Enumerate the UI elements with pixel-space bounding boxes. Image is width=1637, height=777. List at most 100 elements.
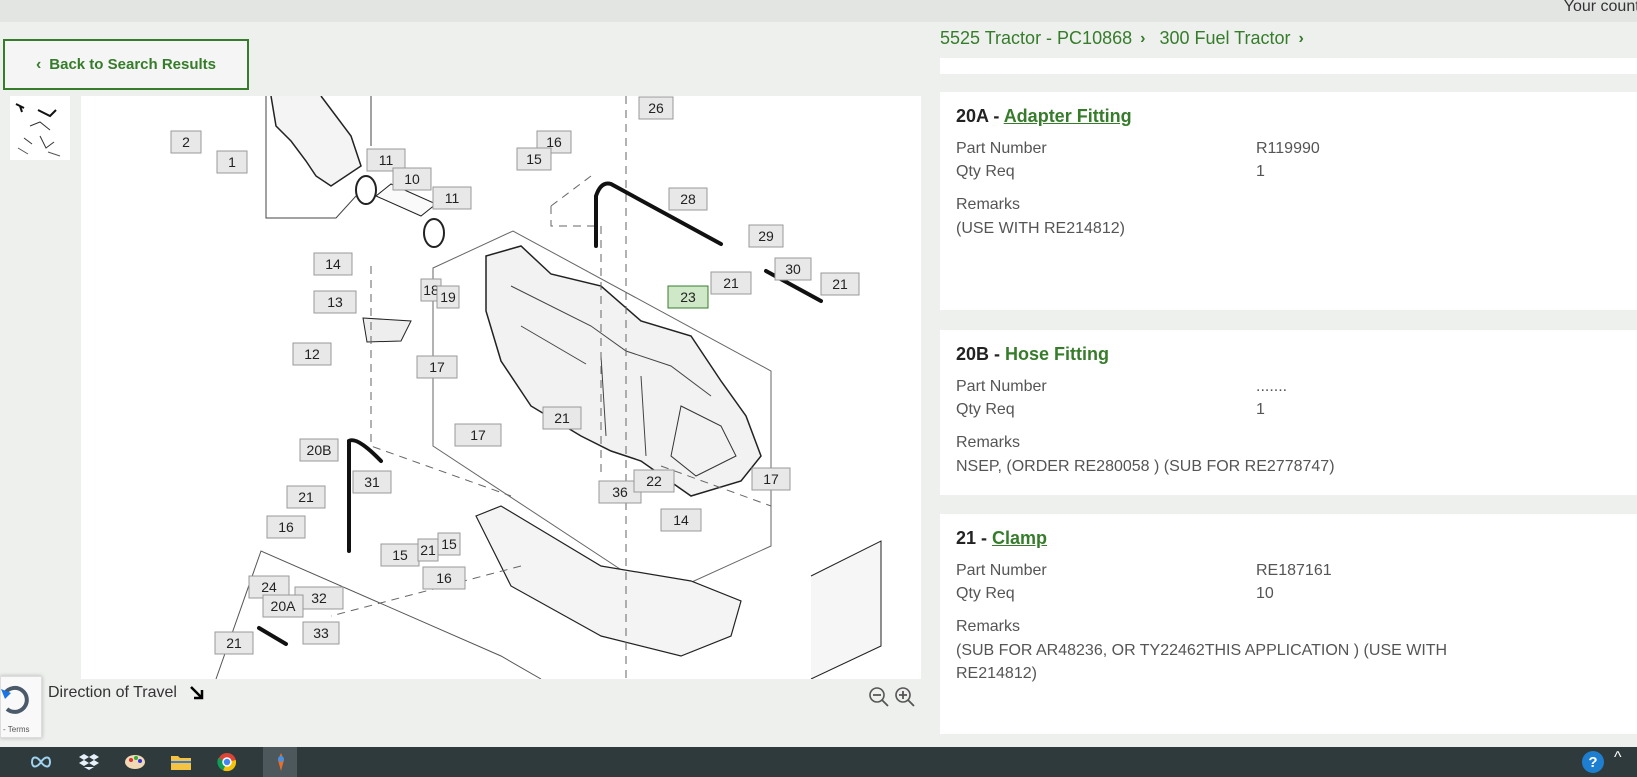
diagram-callout[interactable]: 22	[633, 469, 675, 493]
part-number-value: R119990	[1256, 140, 1320, 157]
part-name: Hose Fitting	[1005, 344, 1110, 364]
diagram-callout-label: 15	[441, 536, 457, 552]
diagram-callout-label: 21	[723, 275, 739, 291]
diagram-callout-label: 16	[436, 570, 452, 586]
app-icon[interactable]	[270, 752, 292, 772]
breadcrumb-item-tractor[interactable]: 5525 Tractor - PC10868 ›	[940, 28, 1145, 49]
diagram-callout-label: 14	[325, 256, 341, 272]
diagram-callout[interactable]: 15	[437, 532, 461, 556]
part-number-value: .......	[1256, 378, 1288, 395]
part-name-link[interactable]: Adapter Fitting	[1003, 106, 1132, 126]
diagram-callout[interactable]: 14	[313, 252, 353, 276]
diagram-callout-label: 21	[554, 410, 570, 426]
diagram-callout[interactable]: 16	[422, 566, 466, 590]
part-name-link[interactable]: Clamp	[992, 528, 1048, 548]
diagram-callout[interactable]: 19	[436, 285, 460, 309]
diagram-callout[interactable]: 36	[598, 480, 642, 504]
part-card-20b: 20B - Hose Fitting Part Number....... Qt…	[940, 330, 1637, 495]
diagram-callout-label: 28	[680, 191, 696, 207]
diagram-callout-label: 21	[226, 635, 242, 651]
diagram-callout[interactable]: 21	[286, 485, 326, 509]
breadcrumb-item-fuel-tractor[interactable]: 300 Fuel Tractor ›	[1159, 28, 1303, 49]
diagram-callout[interactable]: 21	[214, 631, 254, 655]
diagram-callout[interactable]: 1	[216, 150, 248, 174]
diagram-callout-label: 17	[763, 471, 779, 487]
breadcrumb: 5525 Tractor - PC10868 › 300 Fuel Tracto…	[940, 28, 1304, 49]
dropbox-icon[interactable]	[78, 752, 100, 772]
diagram-callout[interactable]: 12	[292, 342, 332, 366]
diagram-callout[interactable]: 21	[710, 271, 752, 295]
diagram-callout[interactable]: 11	[366, 148, 406, 172]
diagram-callout-label: 31	[364, 474, 380, 490]
diagram-callout[interactable]: 17	[751, 467, 791, 491]
diagram-callout-label: 19	[440, 289, 456, 305]
help-icon[interactable]: ?	[1582, 751, 1604, 773]
diagram-callout-label: 17	[470, 427, 486, 443]
diagram-callout[interactable]: 31	[352, 470, 392, 494]
diagram-callout-label: 2	[182, 134, 190, 150]
diagram-callout[interactable]: 17	[454, 423, 502, 447]
part-number-row: Part Number.......	[956, 375, 1621, 398]
diagram-callout-label: 21	[298, 489, 314, 505]
chevron-right-icon: ›	[1298, 29, 1304, 47]
diagram-callout[interactable]: 26	[638, 96, 674, 120]
diagram-thumbnail[interactable]	[10, 96, 70, 160]
remarks-text: NSEP, (ORDER RE280058 ) (SUB FOR RE27787…	[956, 458, 1335, 475]
qty-value: 10	[1256, 585, 1274, 602]
diagram-callout[interactable]: 14	[660, 508, 702, 532]
diagram-callout[interactable]: 17	[416, 355, 458, 379]
diagram-callout-label: 15	[526, 151, 542, 167]
qty-row: Qty Req 10	[956, 582, 1621, 605]
part-ref: 20A	[956, 106, 989, 126]
recaptcha-terms-link[interactable]: - Terms	[3, 725, 30, 734]
chrome-icon[interactable]	[216, 752, 238, 772]
diagram-callout[interactable]: 10	[392, 167, 432, 191]
diagram-callout[interactable]: 21	[820, 272, 860, 296]
diagram-callout-label: 24	[261, 579, 277, 595]
remarks-label: Remarks	[956, 434, 1021, 451]
diagram-callout[interactable]: 30	[774, 257, 812, 281]
qty-label: Qty Req	[956, 585, 1015, 602]
diagram-callout[interactable]: 29	[748, 224, 784, 248]
diagram-callout-label: 10	[404, 171, 420, 187]
top-strip: Your countr	[0, 0, 1637, 22]
diagram-callout[interactable]: 16	[266, 515, 306, 539]
diagram-callout[interactable]: 20A	[262, 594, 304, 618]
diagram-callout[interactable]: 21	[417, 538, 439, 562]
diagram-callout[interactable]: 24	[248, 575, 290, 599]
part-number-label: Part Number	[956, 562, 1047, 579]
diagram-callout[interactable]: 28	[668, 187, 708, 211]
chevron-up-icon[interactable]: ^	[1614, 749, 1622, 766]
diagram-callout[interactable]: 20B	[299, 438, 339, 462]
diagram-callout-label: 21	[832, 276, 848, 292]
zoom-out-icon[interactable]	[868, 686, 890, 708]
card-top-edge	[940, 58, 1637, 74]
part-ref: 21	[956, 528, 977, 548]
file-explorer-icon[interactable]	[170, 752, 192, 772]
diagram-callout-label: 30	[785, 261, 801, 277]
diagram-callout-label: 32	[311, 590, 327, 606]
diagram-callout[interactable]: 13	[313, 290, 357, 314]
paint-icon[interactable]	[124, 752, 146, 772]
diagram-callout[interactable]: 2	[170, 130, 202, 154]
zoom-in-icon[interactable]	[894, 686, 916, 708]
diagram-callout[interactable]: 15	[380, 543, 420, 567]
diagram-callout[interactable]: 11	[432, 186, 472, 210]
diagram-callout[interactable]: 23	[667, 285, 709, 309]
diagram-callout-label: 20B	[307, 442, 332, 458]
country-selector[interactable]: Your countr	[1563, 0, 1637, 15]
direction-of-travel-label: Direction of Travel	[48, 684, 177, 701]
diagram-callout[interactable]: 33	[302, 621, 340, 645]
diagram-callout[interactable]: 15	[516, 147, 552, 171]
part-title: 20B - Hose Fitting	[956, 344, 1110, 364]
back-to-search-results-button[interactable]: ‹ Back to Search Results	[3, 39, 249, 90]
remarks-text: (SUB FOR AR48236, OR TY22462THIS APPLICA…	[956, 642, 1448, 682]
diagram-callout[interactable]: 21	[542, 406, 582, 430]
recaptcha-badge[interactable]: - Terms	[0, 676, 42, 738]
part-number-label: Part Number	[956, 378, 1047, 395]
infinity-app-icon[interactable]	[30, 752, 52, 772]
